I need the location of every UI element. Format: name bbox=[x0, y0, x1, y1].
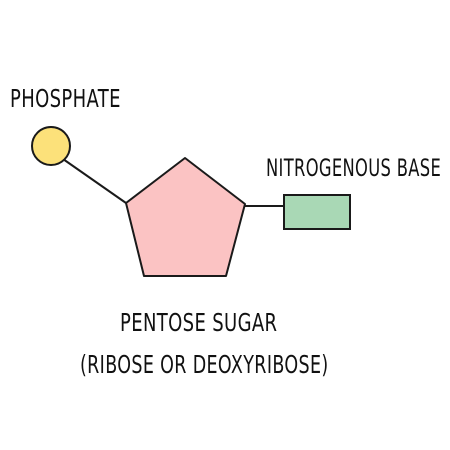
nitrogenous-base-rect bbox=[283, 194, 351, 230]
nitrogenous-base-label: NITROGENOUS BASE bbox=[266, 154, 442, 182]
pentose-sugar-label: PENTOSE SUGAR bbox=[120, 308, 278, 337]
phosphate-label: PHOSPHATE bbox=[10, 84, 121, 113]
pentose-sugar-detail-label: (RIBOSE OR DEOXYRIBOSE) bbox=[80, 350, 329, 379]
pentose-sugar-pentagon bbox=[125, 157, 246, 277]
phosphate-circle bbox=[31, 126, 71, 166]
phosphate-sugar-bond bbox=[62, 158, 127, 204]
